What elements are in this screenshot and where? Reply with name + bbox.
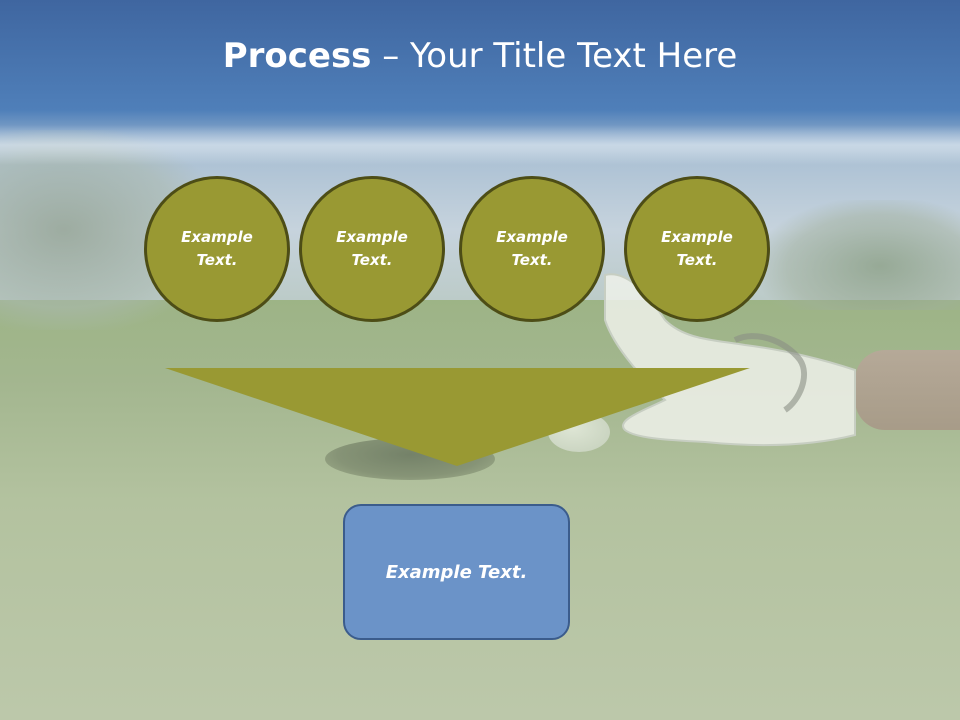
title-bar: Process – Your Title Text Here xyxy=(0,36,960,76)
slide-title: Process – Your Title Text Here xyxy=(0,36,960,76)
background-haze xyxy=(0,125,960,165)
step-label-1: Example Text. xyxy=(181,228,253,269)
funnel-arrow xyxy=(165,368,750,466)
arm-image xyxy=(855,350,960,430)
step-label-3: Example Text. xyxy=(496,228,568,269)
step-circle-1: Example Text. xyxy=(144,176,290,322)
title-bold: Process xyxy=(222,36,372,76)
step-label-4: Example Text. xyxy=(661,228,733,269)
title-rest: – Your Title Text Here xyxy=(371,36,738,76)
result-box: Example Text. xyxy=(343,504,570,640)
step-circle-2: Example Text. xyxy=(299,176,445,322)
step-circle-4: Example Text. xyxy=(624,176,770,322)
golf-glove-image xyxy=(604,273,856,447)
result-label: Example Text. xyxy=(385,561,528,583)
step-circle-3: Example Text. xyxy=(459,176,605,322)
step-label-2: Example Text. xyxy=(336,228,408,269)
background-trees-right xyxy=(760,200,960,310)
